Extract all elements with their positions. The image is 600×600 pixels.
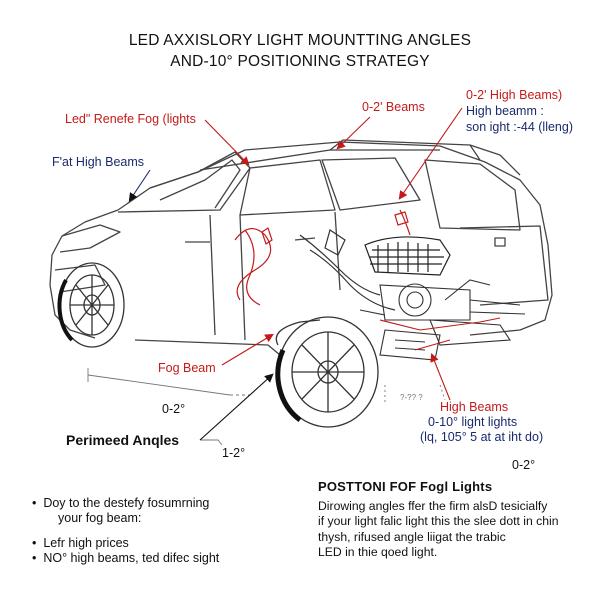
label-light-105: (lq, 105° 5 at at iht do) [420,430,544,444]
ground-lines [87,368,446,446]
leader-0-2-beams [336,116,371,150]
diagram-title-line-1: LED AXXISLORY LIGHT MOUNTTING ANGLES [128,32,472,49]
leader-flat-high-beams [128,169,151,202]
tip-3: • NO° high beams, ted difec sight [32,551,220,565]
underbody-mechanics [359,279,526,361]
label-angle-0-2: 0-2° [162,402,186,416]
rear-light-assembly [364,236,451,276]
tips-list: • Doy to the destefy fosumrning your fog… [32,496,219,566]
label-high-beams-right: High Beams [440,400,509,414]
panel-line-4: LED in thie qoed light. [318,544,438,559]
label-perimeed-angles: Perimeed Anqles [66,432,180,448]
wiring-harness [234,209,411,311]
underbody-red-wiring [379,317,501,351]
label-fog-beam: Fog Beam [158,361,216,375]
label-0-2-beams: 0-2' Beams [362,100,425,114]
panel-body: Dirowing angles ffer the firm alsD tesic… [318,499,559,560]
label-small-code: ?-?? ? [400,393,423,402]
label-high-beams-top-3: son ight :-44 (lleng) [466,120,574,134]
leader-high-beams-top [398,107,463,200]
leader-fog-lights [204,119,250,166]
diagram-title-line-2: AND-10° POSITIONING STRATEGY [170,53,430,70]
tip-1-cont: your fog beam: [58,511,142,525]
front-wheel [57,262,125,348]
leader-perimeed-angles [199,373,274,441]
leader-fog-beam [221,333,274,366]
leader-lines [128,107,463,441]
label-high-beams-top-2: High beamm : [466,104,544,118]
label-high-beams-top-1: 0-2' High Beams) [466,88,563,102]
label-angle-1-2: 1-2° [222,446,246,460]
panel-line-2: if your light falic light this the slee … [318,514,559,529]
tip-2: • Lefr high prices [32,536,129,550]
leader-high-beams-right [430,352,451,401]
rear-wheel [275,316,379,428]
label-flat-high-beams: F'at High Beams [52,155,145,169]
label-fog-lights: Led" Renefe Fog (lights [65,112,196,126]
label-light-0-10: 0-10° light lights [428,415,518,429]
panel-line-3: thysh, rifused angle liigat the trabic [318,529,506,544]
tip-1: • Doy to the destefy fosumrning [32,496,210,510]
label-angle-0-2-right: 0-2° [512,458,536,472]
panel-line-1: Dirowing angles ffer the firm alsD tesic… [318,499,548,513]
car-body-outline [49,139,553,356]
panel-title: POSTTONI FOF Fogl Lights [318,479,493,494]
